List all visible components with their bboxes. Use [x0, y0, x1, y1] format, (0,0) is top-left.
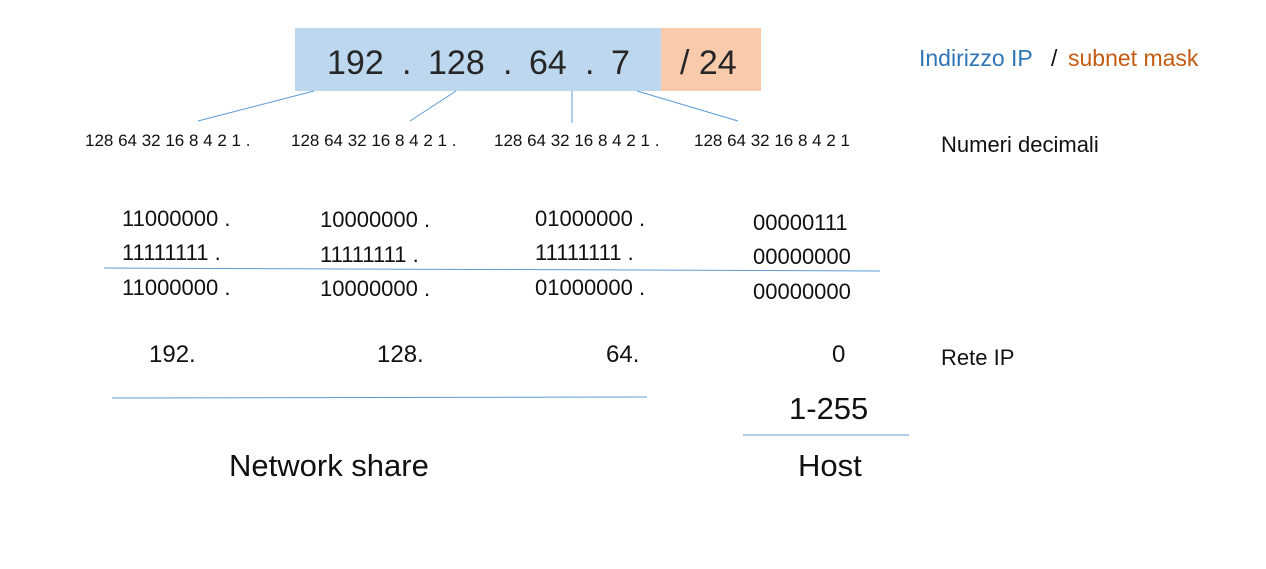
bin-mask-octet-4: 00000000 [753, 244, 851, 269]
legend-slash: / [1051, 45, 1058, 71]
network-octet-1: 192. [149, 341, 196, 368]
bit-weights-octet-1: 128 64 32 16 8 4 2 1 . [85, 131, 251, 150]
network-share-underline [111, 396, 648, 399]
ip-address-box [295, 28, 661, 91]
bin-net-octet-3: 01000000 . [535, 275, 646, 300]
bit-weights-octet-4: 128 64 32 16 8 4 2 1 [694, 131, 850, 150]
ip-dot-1: . [402, 44, 412, 82]
bin-mask-octet-3: 11111111 . [535, 240, 634, 265]
numeri-decimali-label: Numeri decimali [941, 132, 1099, 157]
subnet-mask-box [661, 28, 761, 91]
subnet-mask-value: / 24 [680, 44, 737, 82]
host-label: Host [798, 448, 862, 483]
bin-ip-octet-4: 00000111 [753, 210, 848, 235]
network-octet-2: 128. [377, 341, 424, 368]
rete-ip-label: Rete IP [941, 345, 1015, 370]
bin-ip-octet-1: 11000000 . [122, 206, 231, 231]
connector-octet-1 [197, 90, 315, 122]
bin-mask-octet-2: 11111111 . [320, 242, 419, 267]
bin-net-octet-1: 11000000 . [122, 275, 231, 300]
connector-octet-4 [636, 90, 739, 122]
and-operation-line [103, 267, 881, 272]
ip-dot-3: . [585, 44, 595, 82]
ip-octet-4: 7 [611, 44, 630, 82]
ip-octet-3: 64 [529, 44, 567, 82]
legend-mask-label: subnet mask [1068, 45, 1199, 71]
network-octet-3: 64. [606, 341, 640, 368]
bit-weights-octet-3: 128 64 32 16 8 4 2 1 . [494, 131, 660, 150]
host-range: 1-255 [789, 391, 869, 426]
bin-mask-octet-1: 11111111 . [122, 240, 221, 265]
network-octet-4: 0 [832, 341, 846, 368]
network-share-label: Network share [229, 448, 429, 483]
ip-dot-2: . [503, 44, 513, 82]
bin-ip-octet-2: 10000000 . [320, 207, 431, 232]
bit-weights-octet-2: 128 64 32 16 8 4 2 1 . [291, 131, 457, 150]
connector-octet-2 [409, 90, 457, 122]
ip-octet-2: 128 [428, 44, 485, 82]
bin-net-octet-2: 10000000 . [320, 276, 431, 301]
bin-ip-octet-3: 01000000 . [535, 206, 646, 231]
ip-octet-1: 192 [327, 44, 384, 82]
legend-ip-label: Indirizzo IP [919, 45, 1033, 71]
bin-net-octet-4: 00000000 [753, 279, 851, 304]
